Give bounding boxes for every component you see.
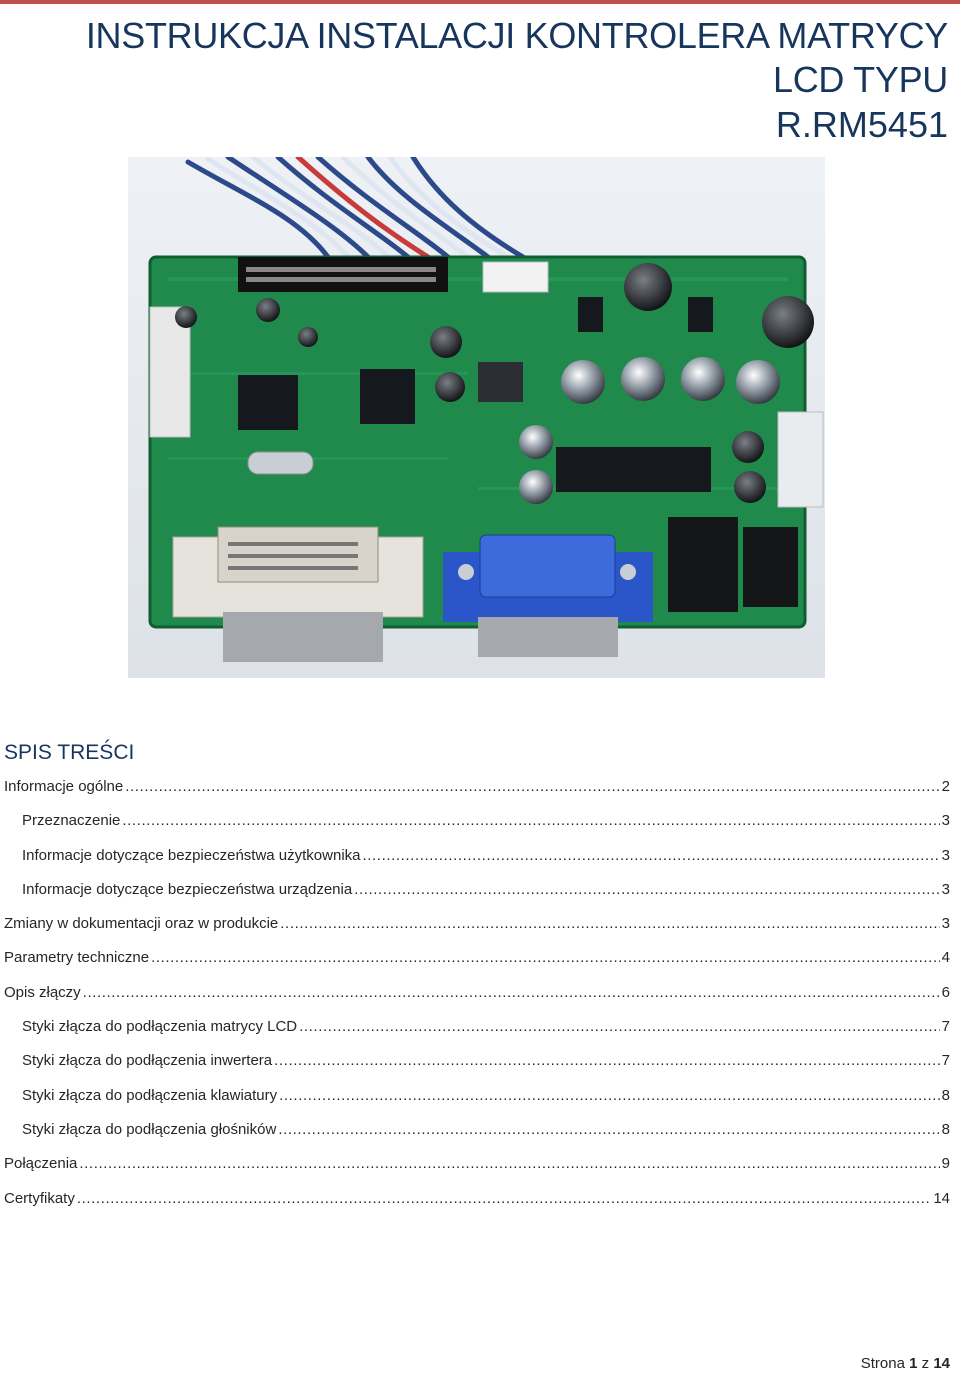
toc-entry[interactable]: Informacje dotyczące bezpieczeństwa użyt… bbox=[4, 847, 950, 881]
toc-entry-page: 3 bbox=[941, 915, 950, 933]
ic-chip-3 bbox=[556, 447, 711, 492]
toc-entry[interactable]: Zmiany w dokumentacji oraz w produkcie 3 bbox=[4, 915, 950, 949]
toc-entry[interactable]: Informacje dotyczące bezpieczeństwa urzą… bbox=[4, 881, 950, 915]
toc-entry-page: 6 bbox=[941, 983, 950, 1001]
toc-entry-page: 3 bbox=[941, 846, 950, 864]
dvi-connector bbox=[172, 526, 424, 662]
toc-heading: SPIS TREŚCI bbox=[4, 741, 135, 764]
toc-entry-page: 4 bbox=[941, 949, 950, 967]
toc-entry-title: Przeznaczenie bbox=[22, 812, 121, 830]
crystal bbox=[247, 451, 314, 475]
toc-entry-title: Połączenia bbox=[4, 1155, 78, 1173]
footer-label: Strona bbox=[860, 1355, 905, 1372]
page-title: INSTRUKCJA INSTALACJI KONTROLERA MATRYCY… bbox=[48, 14, 948, 148]
toc-entry-title: Styki złącza do podłączenia matrycy LCD bbox=[22, 1018, 298, 1036]
regulator bbox=[478, 362, 523, 402]
toc-entry-page: 3 bbox=[941, 812, 950, 830]
toc-entry-title: Styki złącza do podłączenia klawiatury bbox=[22, 1086, 278, 1104]
power-jack bbox=[743, 527, 798, 607]
toc-entry[interactable]: Styki złącza do podłączenia matrycy LCD 7 bbox=[4, 1018, 950, 1052]
ic-chip-2 bbox=[360, 369, 415, 424]
lvds-cable bbox=[185, 157, 526, 260]
top-accent-rule bbox=[0, 0, 960, 4]
toc-entry[interactable]: Styki złącza do podłączenia klawiatury 8 bbox=[4, 1087, 950, 1121]
ic-chip-1 bbox=[238, 375, 298, 430]
footer-total-pages: 14 bbox=[933, 1355, 950, 1372]
toc-entry[interactable]: Informacje ogólne 2 bbox=[4, 778, 950, 812]
toc-entry[interactable]: Styki złącza do podłączenia głośników 8 bbox=[4, 1121, 950, 1155]
page-number-footer: Strona 1 z 14 bbox=[861, 1355, 950, 1372]
title-line-1: INSTRUKCJA INSTALACJI KONTROLERA MATRYCY… bbox=[85, 15, 948, 100]
toc-entry-title: Parametry techniczne bbox=[4, 949, 150, 967]
toc-entry-title: Informacje ogólne bbox=[4, 778, 124, 795]
capacitors bbox=[175, 263, 814, 504]
title-line-2: R.RM5451 bbox=[775, 104, 948, 145]
table-of-contents: Informacje ogólne 2 Przeznaczenie 3 Inform… bbox=[4, 778, 950, 1224]
toc-entry[interactable]: Certyfikaty 14 bbox=[4, 1190, 950, 1224]
toc-entry-title: Informacje dotyczące bezpieczeństwa urzą… bbox=[22, 880, 353, 898]
footer-current-page: 1 bbox=[909, 1355, 918, 1372]
inverter-connector bbox=[482, 261, 549, 293]
audio-jack bbox=[668, 517, 738, 612]
toc-entry-page: 7 bbox=[941, 1018, 950, 1036]
toc-entry[interactable]: Opis złączy 6 bbox=[4, 984, 950, 1018]
toc-entry[interactable]: Styki złącza do podłączenia inwertera 7 bbox=[4, 1052, 950, 1086]
toc-entry-page: 7 bbox=[941, 1052, 950, 1070]
vga-connector bbox=[443, 534, 653, 657]
toc-entry[interactable]: Przeznaczenie 3 bbox=[4, 812, 950, 846]
toc-entry-page: 8 bbox=[941, 1120, 950, 1138]
toc-entry-page: 3 bbox=[941, 880, 950, 898]
toc-entry[interactable]: Połączenia 9 bbox=[4, 1155, 950, 1189]
right-connector bbox=[777, 411, 824, 508]
toc-entry-title: Zmiany w dokumentacji oraz w produkcie bbox=[4, 915, 279, 933]
toc-entry-title: Certyfikaty bbox=[4, 1189, 75, 1207]
toc-entry-title: Styki złącza do podłączenia głośników bbox=[22, 1120, 277, 1138]
toc-entry-page: 9 bbox=[941, 1155, 950, 1173]
lvds-header bbox=[238, 257, 448, 292]
toc-entry-page: 8 bbox=[941, 1086, 950, 1104]
toc-entry-page: 2 bbox=[941, 778, 950, 795]
toc-entry-title: Informacje dotyczące bezpieczeństwa użyt… bbox=[22, 846, 361, 864]
toc-entry-title: Opis złączy bbox=[4, 983, 81, 1001]
toc-entry-title: Styki złącza do podłączenia inwertera bbox=[22, 1052, 273, 1070]
footer-separator: z bbox=[921, 1355, 930, 1372]
keypad-connector bbox=[149, 306, 191, 438]
toc-entry-page: 14 bbox=[933, 1189, 950, 1207]
toc-entry[interactable]: Parametry techniczne 4 bbox=[4, 949, 950, 983]
pcb-photo bbox=[128, 157, 825, 678]
